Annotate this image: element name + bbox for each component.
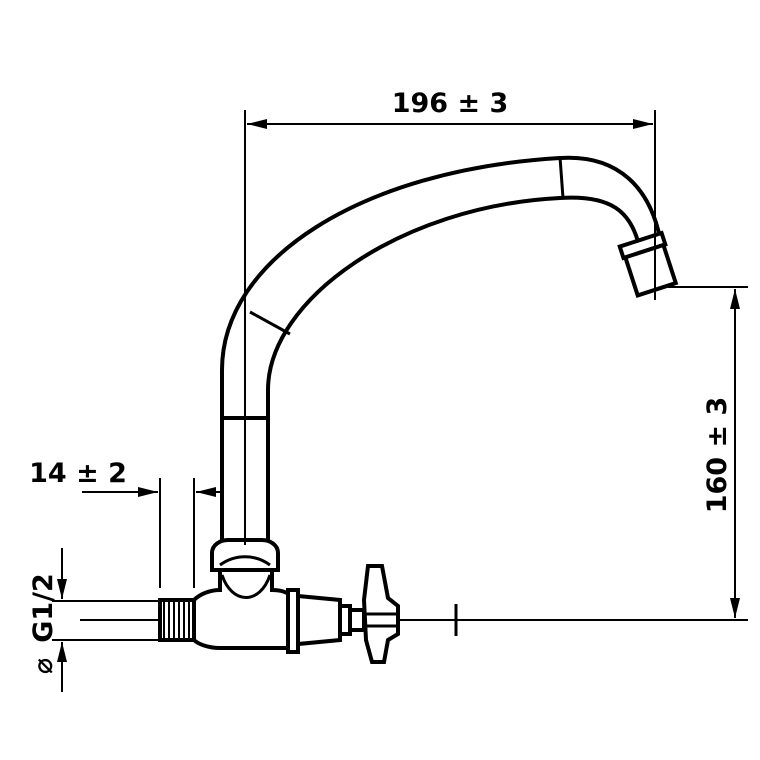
cross-handle: [361, 564, 400, 664]
aerator: [617, 230, 679, 298]
valve-body: [192, 568, 292, 650]
offset-dimension: 14 ± 2: [29, 458, 222, 588]
diameter-symbol: ⌀: [28, 658, 59, 674]
spout: [220, 155, 679, 422]
nut-curve: [219, 555, 271, 567]
aerator-body: [622, 242, 679, 298]
height-dimension-label: 160 ± 3: [702, 397, 733, 514]
width-dimension: 196 ± 3: [247, 88, 656, 300]
height-dimension: 160 ± 3: [668, 286, 748, 618]
spindle: [348, 608, 366, 632]
thread-lines: [163, 600, 190, 640]
offset-dimension-label: 14 ± 2: [29, 458, 127, 489]
bonnet: [296, 593, 342, 647]
riser-nut: [210, 538, 280, 572]
spout-pipe: [220, 155, 663, 422]
valve-body-curve: [220, 574, 272, 599]
valve: [158, 568, 366, 654]
spout-joint-lower: [249, 310, 291, 336]
width-dimension-label: 196 ± 3: [392, 88, 509, 119]
centre-lines: [80, 110, 748, 636]
spout-joint-upper: [558, 156, 565, 199]
nut-body: [210, 538, 280, 572]
thread-dimension-label: G1/2: [28, 573, 59, 643]
thread-dimension: G1/2 ⌀: [28, 548, 160, 692]
